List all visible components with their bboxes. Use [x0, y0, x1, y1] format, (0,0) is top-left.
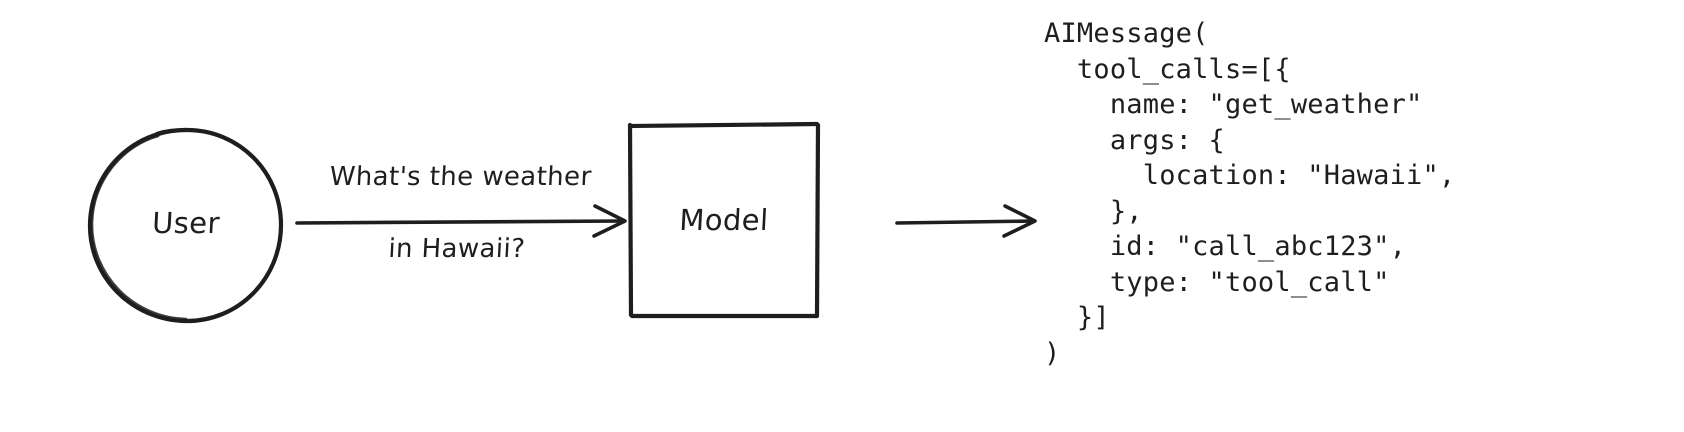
- model-node-rect[interactable]: [627, 121, 821, 319]
- code-line: id: "call_abc123",: [1044, 231, 1407, 262]
- code-line: tool_calls=[{: [1044, 53, 1291, 85]
- user-node-circle[interactable]: [87, 127, 284, 324]
- arrow-label-line-1: What's the weather: [328, 162, 593, 192]
- code-line: type: "tool_call": [1044, 266, 1390, 298]
- code-line: },: [1044, 195, 1143, 227]
- code-line: args: {: [1044, 124, 1226, 156]
- code-line: ): [1044, 337, 1061, 369]
- code-line: name: "get_weather": [1044, 89, 1423, 120]
- code-line: AIMessage(: [1044, 18, 1209, 49]
- arrow-model-to-output: [895, 204, 1037, 238]
- code-line: location: "Hawaii",: [1044, 160, 1456, 191]
- ai-message-code-block: AIMessage( tool_calls=[{ name: "get_weat…: [1044, 16, 1455, 371]
- arrow-label-user-query: What's the weather in Hawaii?: [282, 123, 620, 267]
- code-line: }]: [1044, 302, 1110, 333]
- arrow-user-to-model: [295, 204, 627, 238]
- model-node-label: Model: [678, 203, 770, 237]
- arrow-label-line-2: in Hawaii?: [387, 234, 527, 264]
